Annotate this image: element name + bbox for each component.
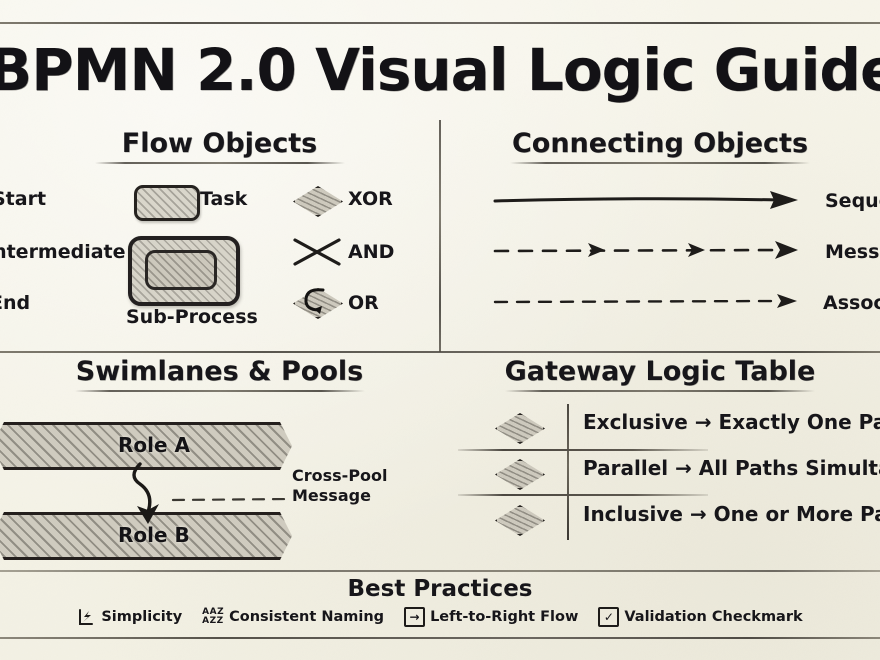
diamond-icon (495, 505, 545, 536)
diamond-icon (495, 413, 545, 444)
footer-divider (0, 570, 880, 572)
swimlane-label-role-a: Role A (118, 433, 191, 457)
best-practice-label-simplicity: Simplicity (101, 609, 183, 625)
section-swimlanes-pools: Swimlanes & Pools Role A Role B Cross-Po… (0, 356, 439, 570)
gateway-label-and: AND (348, 241, 395, 263)
connecting-objects-heading-wrap: Connecting Objects (480, 128, 840, 164)
diamond-icon (495, 459, 545, 490)
poster-top-border (0, 22, 880, 24)
swimlanes-underline (74, 390, 365, 392)
page-title: BPMN 2.0 Visual Logic Guide (0, 36, 880, 104)
nested-rounded-rectangle-icon (128, 236, 240, 306)
swimlane-label-role-b: Role B (118, 523, 190, 547)
connecting-objects-underline (510, 162, 810, 164)
flow-label-task: Task (200, 188, 248, 210)
aaz-top-glyph: AAZ (202, 607, 225, 617)
aaz-azz-icon: AAZ AZZ (202, 608, 224, 626)
subprocess-inner-rectangle (145, 250, 217, 290)
flow-objects-heading-wrap: Flow Objects (70, 128, 370, 164)
section-flow-objects: Flow Objects Start Intermediate End Task… (0, 128, 439, 350)
swimlane-role-a (0, 422, 292, 470)
gateway-table-underline (505, 390, 815, 392)
flow-label-end: End (0, 292, 31, 314)
best-practice-label-left-to-right-flow: Left-to-Right Flow (430, 609, 579, 625)
best-practices-list: Simplicity AAZ AZZ Consistent Naming → L… (0, 607, 880, 627)
best-practices-heading: Best Practices (347, 576, 533, 602)
gateway-table-row-divider (458, 494, 708, 496)
connector-label-association: Association (823, 292, 880, 314)
section-best-practices: Best Practices Simplicity AAZ AZZ Consis… (0, 574, 880, 636)
gateway-table-row-divider (458, 449, 708, 451)
best-practice-left-to-right-flow: → Left-to-Right Flow (404, 607, 578, 627)
cross-pool-line-2: Message (292, 486, 371, 505)
gateway-table-column-divider (567, 404, 569, 540)
sequence-flow-arrow (493, 191, 798, 209)
flow-label-intermediate: Intermediate (0, 241, 126, 263)
cross-x-icon (291, 236, 343, 272)
checkbox-check-icon: ✓ (598, 607, 620, 627)
cross-pool-annotation: Cross-Pool Message (292, 466, 388, 506)
section-gateway-logic-table: Gateway Logic Table Exclusive → Exactly … (440, 356, 880, 570)
best-practice-label-validation-checkmark: Validation Checkmark (624, 609, 803, 625)
best-practice-validation-checkmark: ✓ Validation Checkmark (598, 607, 803, 627)
rounded-rectangle-icon (134, 185, 200, 221)
connecting-objects-heading: Connecting Objects (511, 128, 809, 159)
message-flow-arrow (493, 241, 798, 259)
best-practice-consistent-naming: AAZ AZZ Consistent Naming (202, 608, 384, 626)
azz-bottom-glyph: AZZ (202, 616, 224, 626)
flow-objects-heading: Flow Objects (121, 128, 318, 159)
best-practice-label-consistent-naming: Consistent Naming (229, 609, 385, 625)
flow-label-subprocess: Sub-Process (126, 306, 258, 328)
connector-label-sequence-flow: Sequence Flow (825, 190, 880, 212)
gateway-row-inclusive: Inclusive → One or More Paths (583, 502, 880, 526)
connector-label-message-flow: Message Flow (825, 241, 880, 263)
boxed-right-arrow-icon: → (404, 607, 426, 627)
swimlanes-heading: Swimlanes & Pools (75, 356, 364, 387)
cross-pool-message-illustration (132, 462, 294, 524)
flow-label-start: Start (0, 188, 47, 210)
poster-bottom-border (0, 637, 880, 639)
vertical-divider (439, 120, 441, 352)
gateway-row-exclusive: Exclusive → Exactly One Path (583, 410, 880, 434)
swimlanes-heading-wrap: Swimlanes & Pools (60, 356, 380, 392)
association-arrow (493, 294, 797, 308)
cross-pool-line-1: Cross-Pool (292, 466, 388, 485)
section-connecting-objects: Connecting Objects Sequence Flow Message… (440, 128, 880, 350)
best-practice-simplicity: Simplicity (77, 608, 182, 627)
gateway-label-or: OR (348, 292, 379, 314)
flow-objects-underline (94, 162, 345, 164)
gateway-table-heading-wrap: Gateway Logic Table (495, 356, 825, 392)
gateway-table-heading: Gateway Logic Table (504, 356, 816, 387)
diamond-icon (293, 186, 343, 217)
connector-illustrations (493, 191, 798, 308)
gateway-row-parallel: Parallel → All Paths Simultaneous (583, 456, 880, 480)
horizontal-divider (0, 351, 880, 353)
corner-spark-icon (79, 608, 94, 625)
gateway-label-xor: XOR (348, 188, 393, 210)
